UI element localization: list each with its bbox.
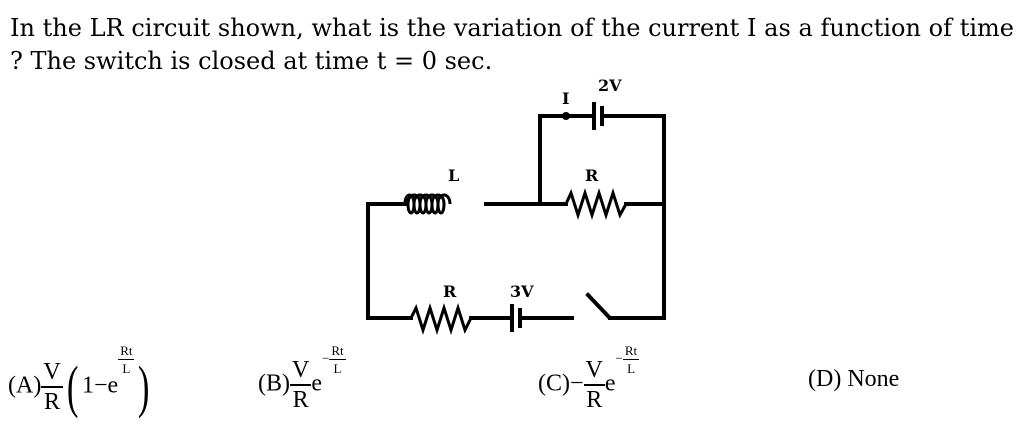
switch-lever [585,292,611,319]
option-a-one-minus-e: 1−e [82,372,119,399]
label-bottom-battery: 3V [510,282,534,301]
option-b-label: (B) [258,370,290,397]
bottom-resistor [409,303,473,335]
label-bottom-resistor: R [443,282,457,301]
top-branch-left-wire [538,114,594,206]
label-inductor: L [448,166,459,185]
inductor-coil [403,193,452,215]
current-marker [562,112,570,120]
label-current: I [562,89,569,108]
left-wire [366,202,413,320]
option-a-label: (A) [8,372,42,399]
label-top-battery: 2V [598,76,622,95]
top-resistor [564,188,628,220]
label-top-resistor: R [585,166,599,185]
option-c-label: (C) [538,370,570,397]
top-branch-right-wire [602,114,666,320]
question-text: In the LR circuit shown, what is the var… [10,14,1014,75]
option-c-e: e [604,370,616,397]
option-d-label: (D) None [808,366,900,392]
option-b-e: e [311,370,322,397]
option-d[interactable]: (D) None [808,366,899,393]
